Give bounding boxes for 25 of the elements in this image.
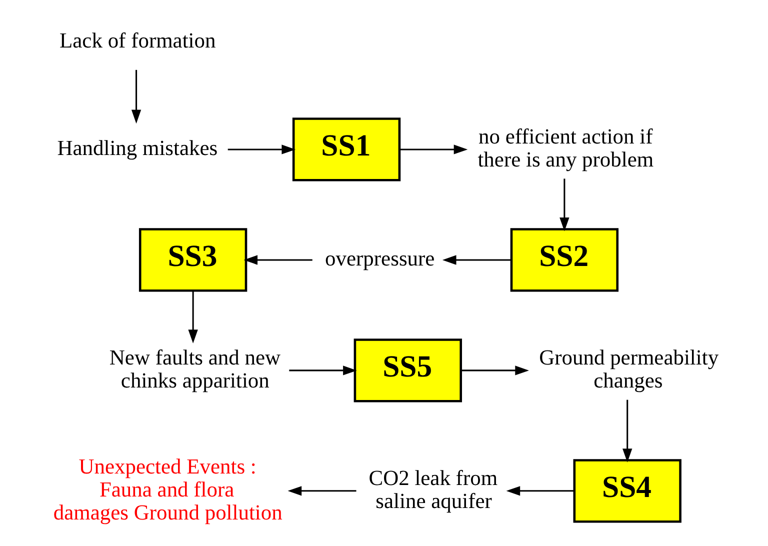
- node-text: Handling mistakes: [56, 136, 218, 160]
- arrow: [506, 486, 574, 496]
- arrow: [287, 486, 356, 496]
- node-text: overpressure: [324, 246, 434, 271]
- arrow: [130, 70, 141, 124]
- arrow: [288, 366, 356, 376]
- node-box: SS2: [510, 228, 618, 292]
- node-box: SS5: [353, 338, 462, 402]
- arrow: [622, 400, 632, 462]
- node-box: SS1: [292, 118, 400, 182]
- arrow: [188, 290, 198, 344]
- node-text: CO2 leak from saline aquifer: [368, 466, 498, 514]
- arrow: [460, 366, 528, 376]
- arrow: [442, 255, 511, 265]
- arrow: [243, 255, 312, 265]
- arrow: [227, 144, 296, 154]
- node-text: Ground permeability changes: [538, 346, 718, 393]
- arrow: [399, 144, 468, 154]
- node-text: New faults and new chinks apparition: [108, 346, 280, 393]
- node-text: Unexpected Events : Fauna and flora damages Ground pollution: [52, 454, 282, 525]
- node-text: no efficient action if there is any problem: [477, 124, 654, 172]
- arrow: [559, 178, 569, 232]
- node-text: Lack of formation: [59, 28, 216, 53]
- node-box: SS4: [572, 459, 681, 523]
- node-box: SS3: [138, 228, 247, 292]
